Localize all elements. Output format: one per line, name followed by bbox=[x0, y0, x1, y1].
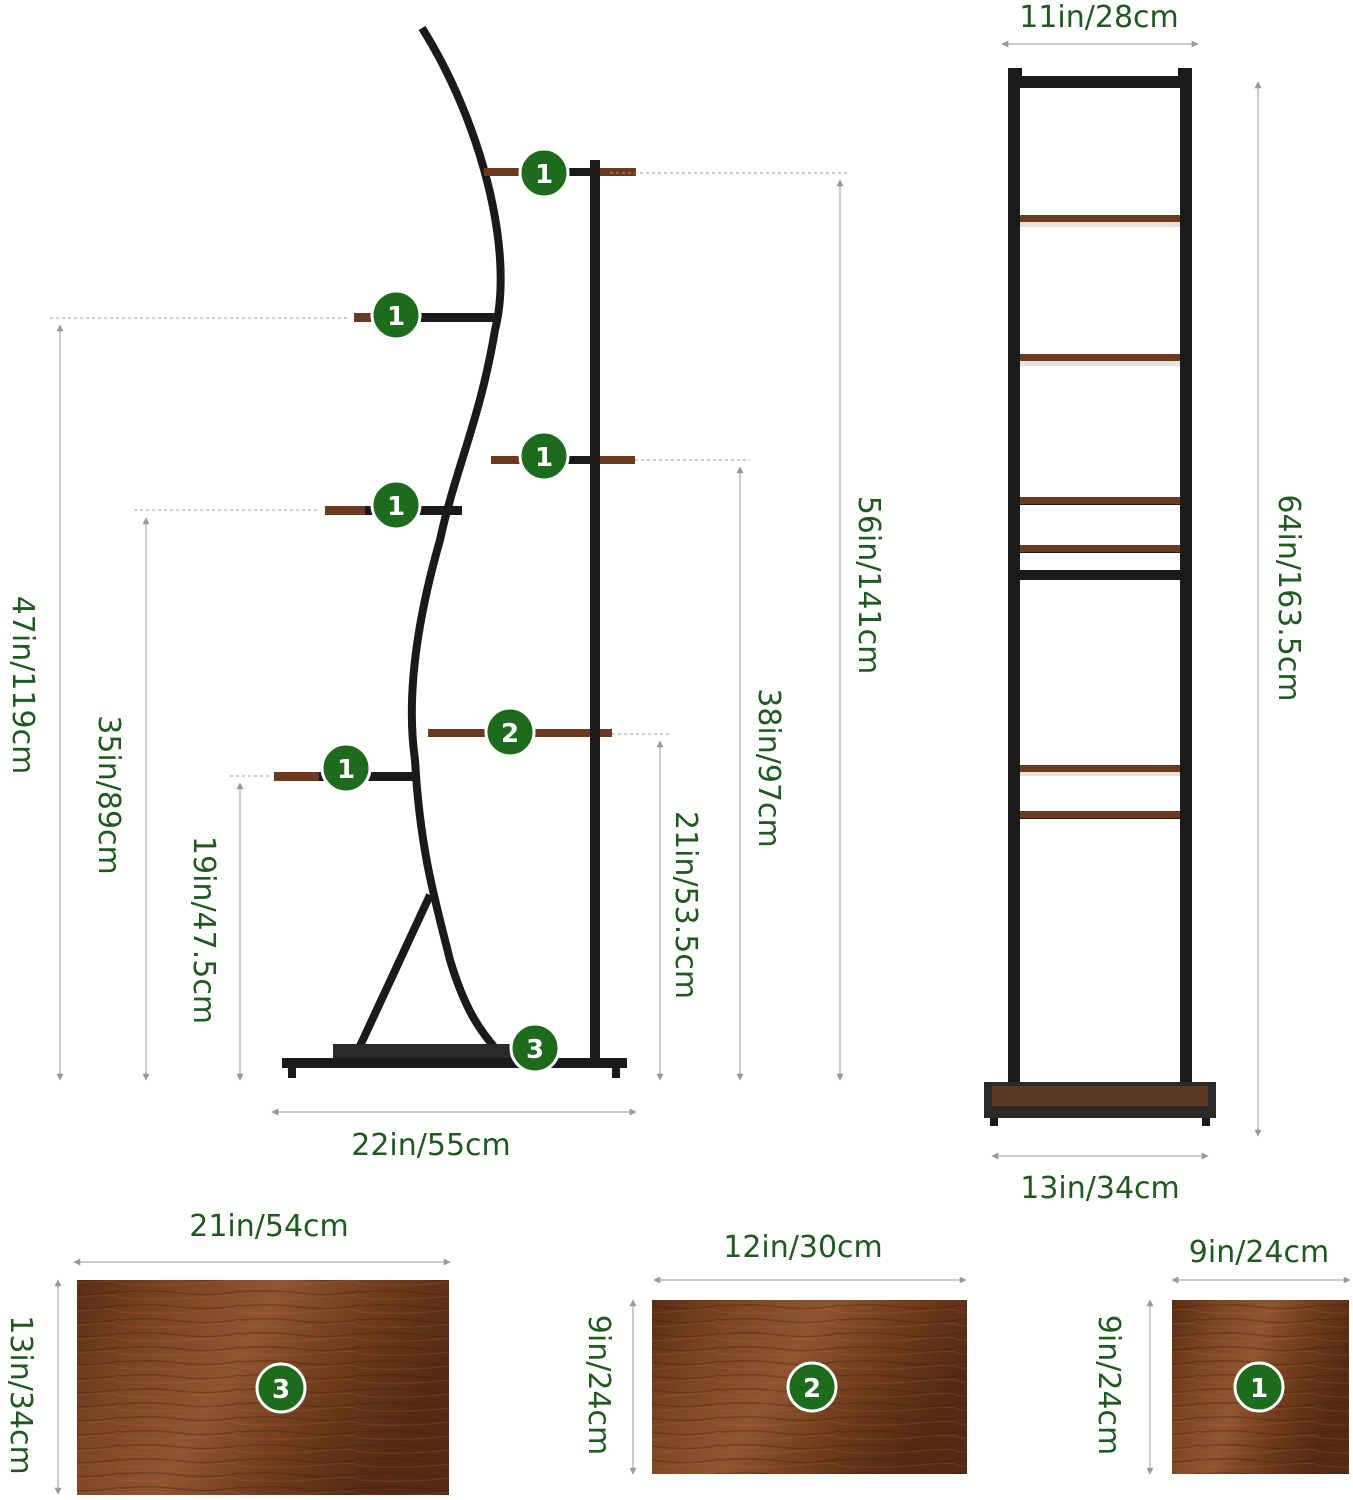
dim-front-top-width: 11in/28cm bbox=[1019, 0, 1179, 35]
tier-badge: 2 bbox=[484, 706, 536, 758]
dim-board-3-width: 21in/54cm bbox=[189, 1209, 349, 1244]
board-badge-label: 2 bbox=[803, 1374, 821, 1404]
board-2: 2 bbox=[629, 1276, 967, 1475]
top-bar bbox=[1008, 76, 1192, 88]
base-tray bbox=[333, 1044, 518, 1058]
board-badge-label: 3 bbox=[272, 1375, 290, 1405]
front-shelves bbox=[1008, 215, 1192, 819]
tier-badge: 1 bbox=[518, 147, 570, 199]
base-badge: 3 bbox=[509, 1022, 561, 1074]
left-upright bbox=[1008, 72, 1020, 1092]
side-view: 1 1 1 1 2 1 3 bbox=[50, 25, 850, 1116]
straight-post bbox=[590, 160, 600, 1060]
right-upright bbox=[1180, 72, 1192, 1092]
tier-badge-label: 2 bbox=[501, 719, 519, 749]
dim-left-mid-height: 35in/89cm bbox=[91, 715, 126, 875]
base-plate bbox=[282, 1058, 627, 1068]
dim-right-mid-height: 38in/97cm bbox=[751, 688, 786, 848]
diagonal-brace bbox=[356, 893, 434, 1048]
tier-badge: 1 bbox=[320, 742, 372, 794]
board-3: 3 bbox=[54, 1258, 451, 1495]
dim-board-2-width: 12in/30cm bbox=[723, 1230, 883, 1265]
board-1: 1 bbox=[1146, 1276, 1351, 1475]
tier-badge-label: 1 bbox=[337, 755, 355, 785]
tier-badge: 1 bbox=[370, 479, 422, 531]
curved-spine bbox=[407, 25, 505, 1051]
dim-board-3-depth: 13in/34cm bbox=[3, 1315, 38, 1475]
dimension-lines bbox=[50, 172, 850, 1116]
tier-badge: 1 bbox=[518, 430, 570, 482]
tier-badge-label: 1 bbox=[535, 443, 553, 473]
board-badge-label: 1 bbox=[1250, 1374, 1268, 1404]
base-badge-label: 3 bbox=[526, 1035, 544, 1065]
dim-total-height-side: 56in/141cm bbox=[851, 495, 886, 675]
front-view bbox=[984, 40, 1262, 1160]
dim-front-total-height: 64in/163.5cm bbox=[1271, 494, 1306, 702]
dim-left-low-height: 19in/47.5cm bbox=[186, 835, 221, 1025]
dim-left-top-height: 47in/119cm bbox=[5, 595, 40, 775]
dim-base-width-side: 22in/55cm bbox=[351, 1128, 511, 1163]
dim-board-1-width: 9in/24cm bbox=[1188, 1235, 1330, 1270]
dim-board-2-depth: 9in/24cm bbox=[581, 1314, 616, 1456]
tier-badge: 1 bbox=[370, 289, 422, 341]
tier-badge-label: 1 bbox=[387, 302, 405, 332]
dim-board-1-depth: 9in/24cm bbox=[1091, 1314, 1126, 1456]
dim-right-low-height: 21in/53.5cm bbox=[668, 810, 703, 1000]
tier-badge-label: 1 bbox=[387, 492, 405, 522]
dim-front-base-width: 13in/34cm bbox=[1020, 1171, 1180, 1206]
tier-badge-label: 1 bbox=[535, 160, 553, 190]
